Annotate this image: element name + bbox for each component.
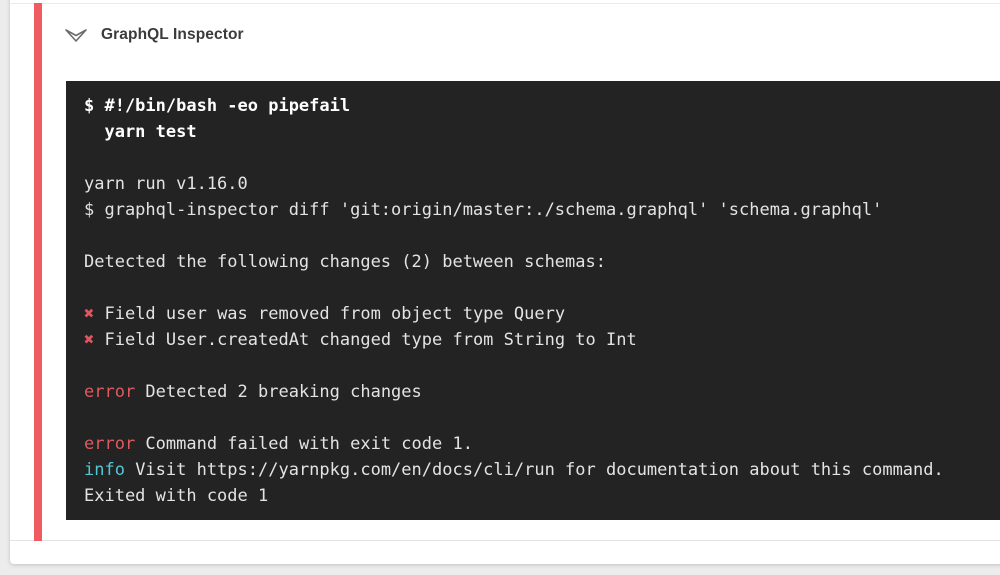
failed-status-bar [34, 3, 42, 541]
terminal-line: yarn run v1.16.0 [84, 171, 1000, 197]
terminal-line [84, 405, 1000, 431]
terminal-line [84, 145, 1000, 171]
terminal-segment: error [84, 434, 136, 454]
terminal-line: error Detected 2 breaking changes [84, 379, 1000, 405]
terminal-line: Detected the following changes (2) betwe… [84, 249, 1000, 275]
terminal-line [84, 223, 1000, 249]
terminal-line [84, 275, 1000, 301]
build-step-card: GraphQL Inspector $ #!/bin/bash -eo pipe… [10, 0, 1000, 564]
step-title: GraphQL Inspector [101, 26, 244, 43]
terminal-segment: Command failed with exit code 1. [135, 434, 473, 454]
x-mark-icon: ✖ [84, 304, 95, 324]
terminal-segment: $ graphql-inspector diff 'git:origin/mas… [84, 200, 883, 220]
terminal-segment: yarn test [84, 122, 197, 142]
terminal-line: Exited with code 1 [84, 483, 1000, 509]
terminal-segment: info [84, 460, 125, 480]
terminal-line: yarn test [84, 119, 1000, 145]
terminal-segment: Detected the following changes (2) betwe… [84, 252, 606, 272]
terminal-line: ✖ Field User.createdAt changed type from… [84, 327, 1000, 353]
terminal-line [84, 353, 1000, 379]
terminal-output: $ #!/bin/bash -eo pipefail yarn test yarn… [66, 81, 1000, 520]
terminal-segment: $ #!/bin/bash -eo pipefail [84, 96, 351, 116]
terminal-line: $ #!/bin/bash -eo pipefail [84, 93, 1000, 119]
terminal-segment: error [84, 382, 136, 402]
terminal-segment: Field User.createdAt changed type from S… [94, 330, 637, 350]
terminal-segment: Visit https://yarnpkg.com/en/docs/cli/ru… [124, 460, 944, 480]
terminal-segment: Detected 2 breaking changes [135, 382, 422, 402]
build-step-failed: GraphQL Inspector $ #!/bin/bash -eo pipe… [10, 3, 1000, 541]
x-mark-icon: ✖ [84, 330, 95, 350]
terminal-segment: Field user was removed from object type … [94, 304, 566, 324]
terminal-line: ✖ Field user was removed from object typ… [84, 301, 1000, 327]
chevron-down-icon [65, 29, 87, 42]
terminal-line: info Visit https://yarnpkg.com/en/docs/c… [84, 457, 1000, 483]
terminal-line: $ graphql-inspector diff 'git:origin/mas… [84, 197, 1000, 223]
step-header[interactable]: GraphQL Inspector [10, 4, 1000, 66]
terminal-line: error Command failed with exit code 1. [84, 431, 1000, 457]
terminal-segment: yarn run v1.16.0 [84, 174, 248, 194]
terminal-segment: Exited with code 1 [84, 486, 269, 506]
